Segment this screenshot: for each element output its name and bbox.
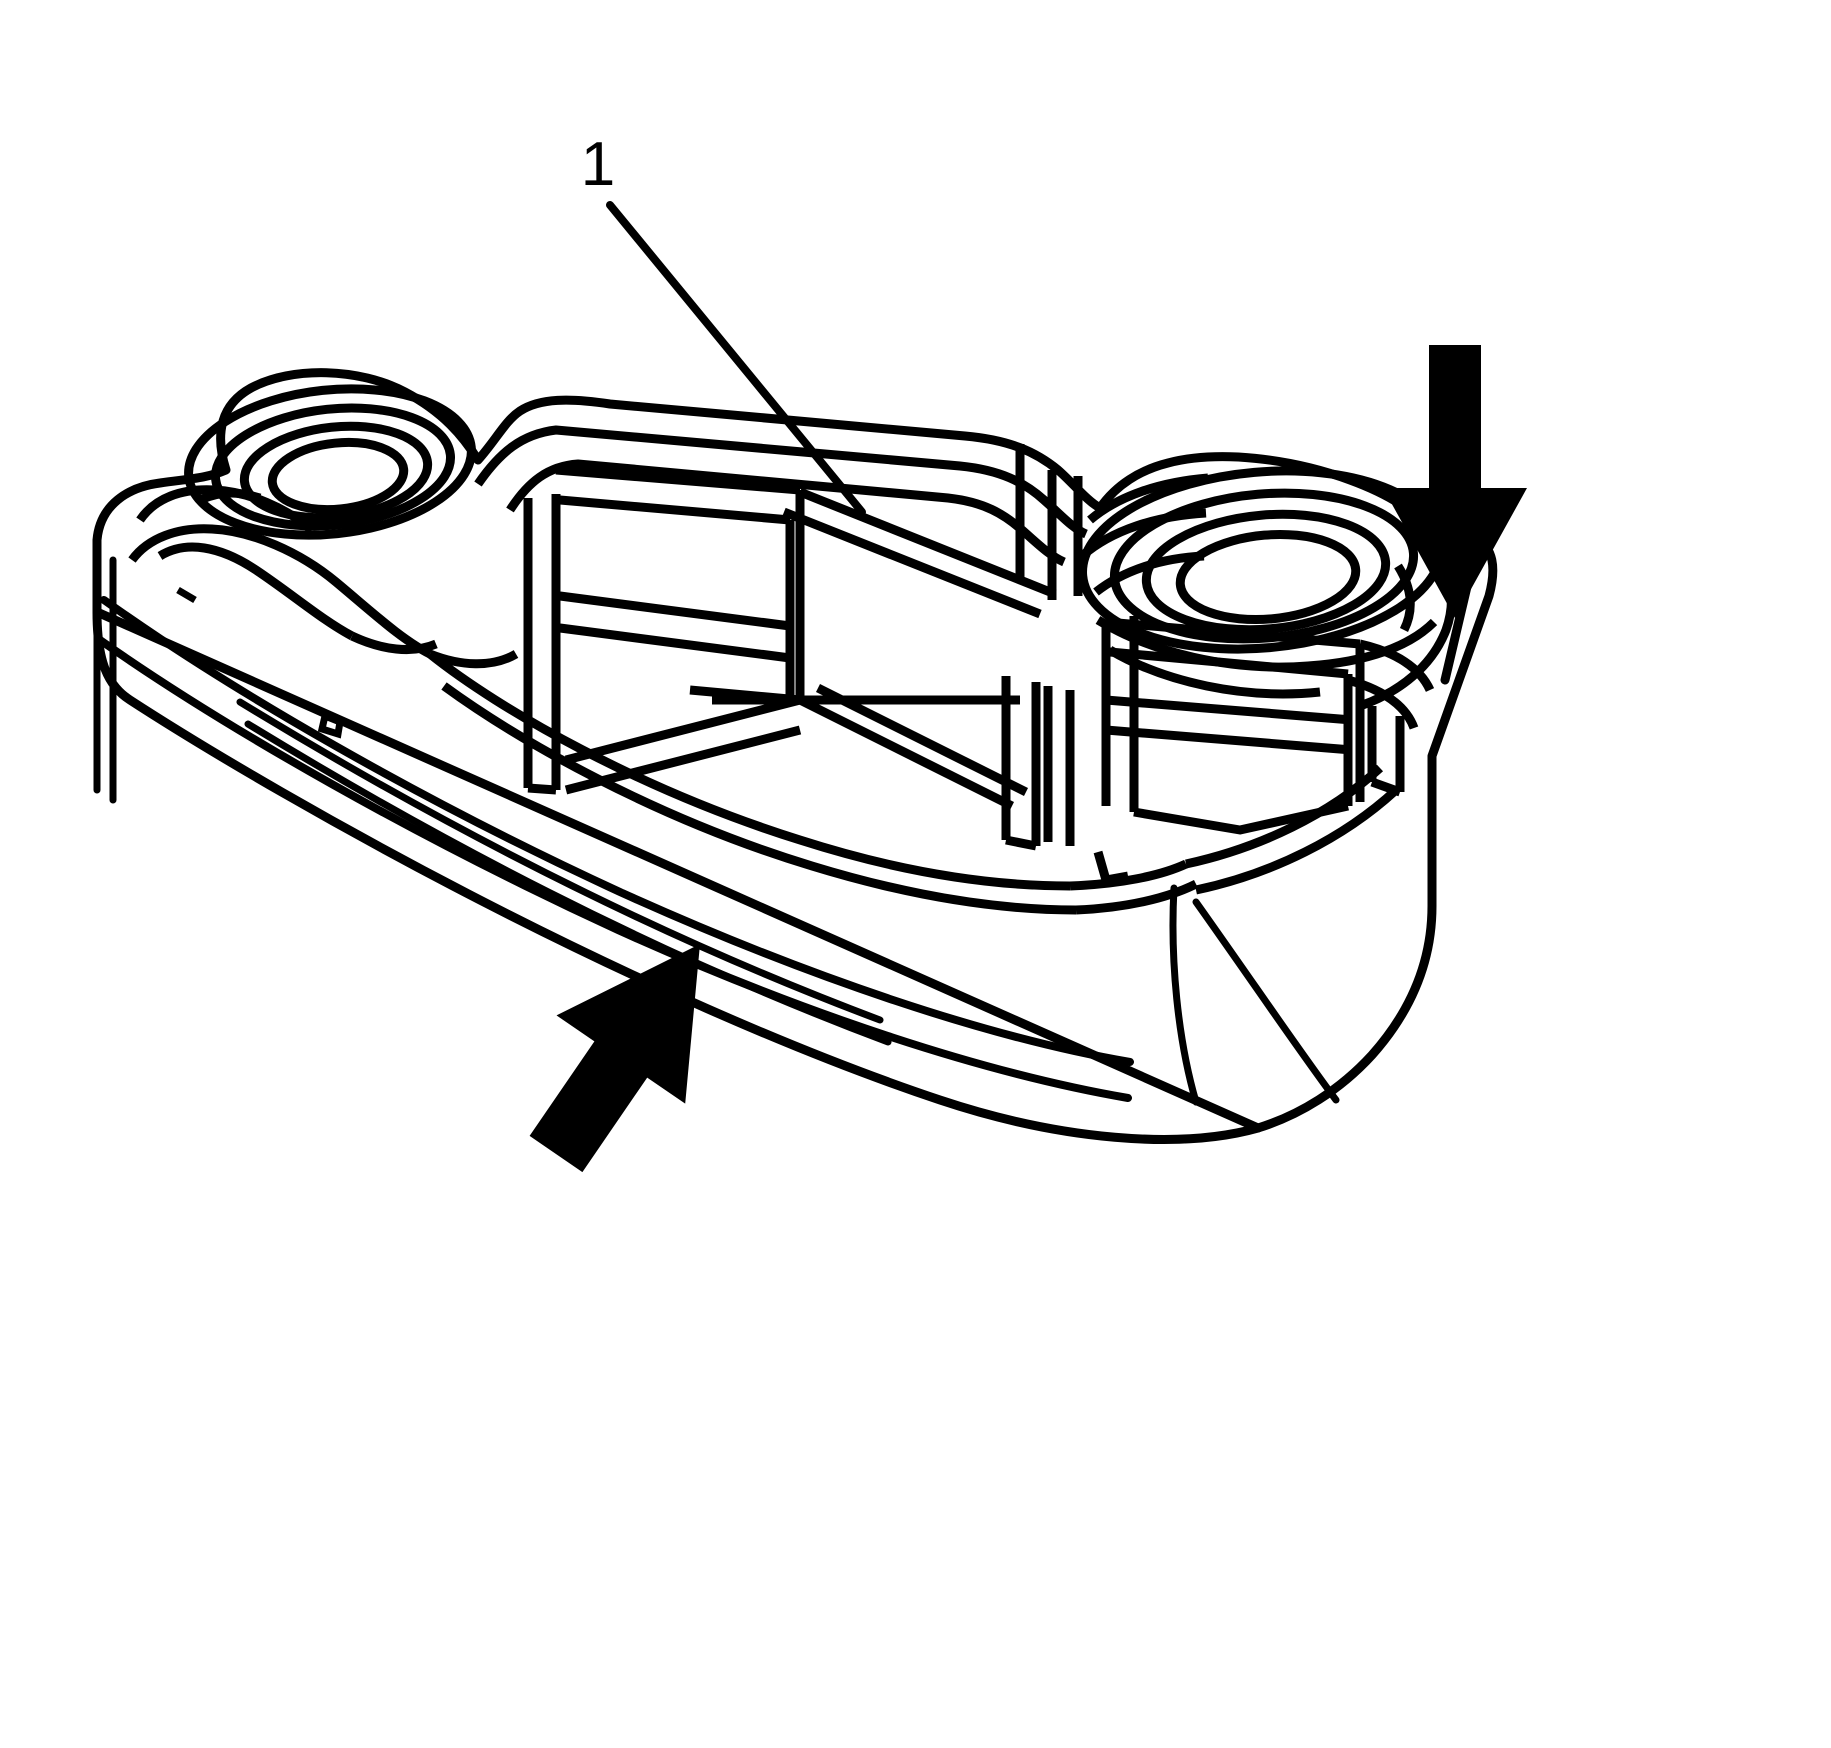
left-bushing [184,384,476,540]
arrow-up-right-icon [529,944,700,1173]
callout-1-label: 1 [581,130,615,199]
left-wall-edges [93,536,117,804]
arrow-down-icon [1383,345,1527,618]
left-bushing-ring-1 [184,384,476,540]
rib-right-pocket-top [1105,617,1361,649]
left-shelf-notch [176,586,344,739]
right-rear-flank [1185,639,1435,895]
inner-cavity-floor [427,650,1199,915]
left-bushing-ring-2 [210,403,456,531]
rib-diagonal-center-right [797,695,1015,811]
rib-right-pocket-cross [1105,695,1353,725]
bottom-right-seam [1169,884,1340,1106]
callout-1-leader-line [606,201,866,516]
left-bushing-shelf [128,485,519,669]
internal-rib-lattice [523,444,1365,851]
lower-face-groove [236,698,892,1046]
right-bushing-bore [1175,529,1361,625]
right-bushing-casing [1079,473,1456,711]
outline-bottom-contour [92,607,1263,1144]
left-bushing-bore [267,437,409,515]
right-bushing-ring-3 [1141,509,1391,635]
rib-cross-left [559,591,791,631]
rib-diagonal-upper [798,487,1057,599]
top-rim [198,425,1088,567]
outline-right-flank [1253,535,1498,1133]
rib-top-left-span [555,465,801,495]
left-bushing-ring-3 [239,421,433,523]
